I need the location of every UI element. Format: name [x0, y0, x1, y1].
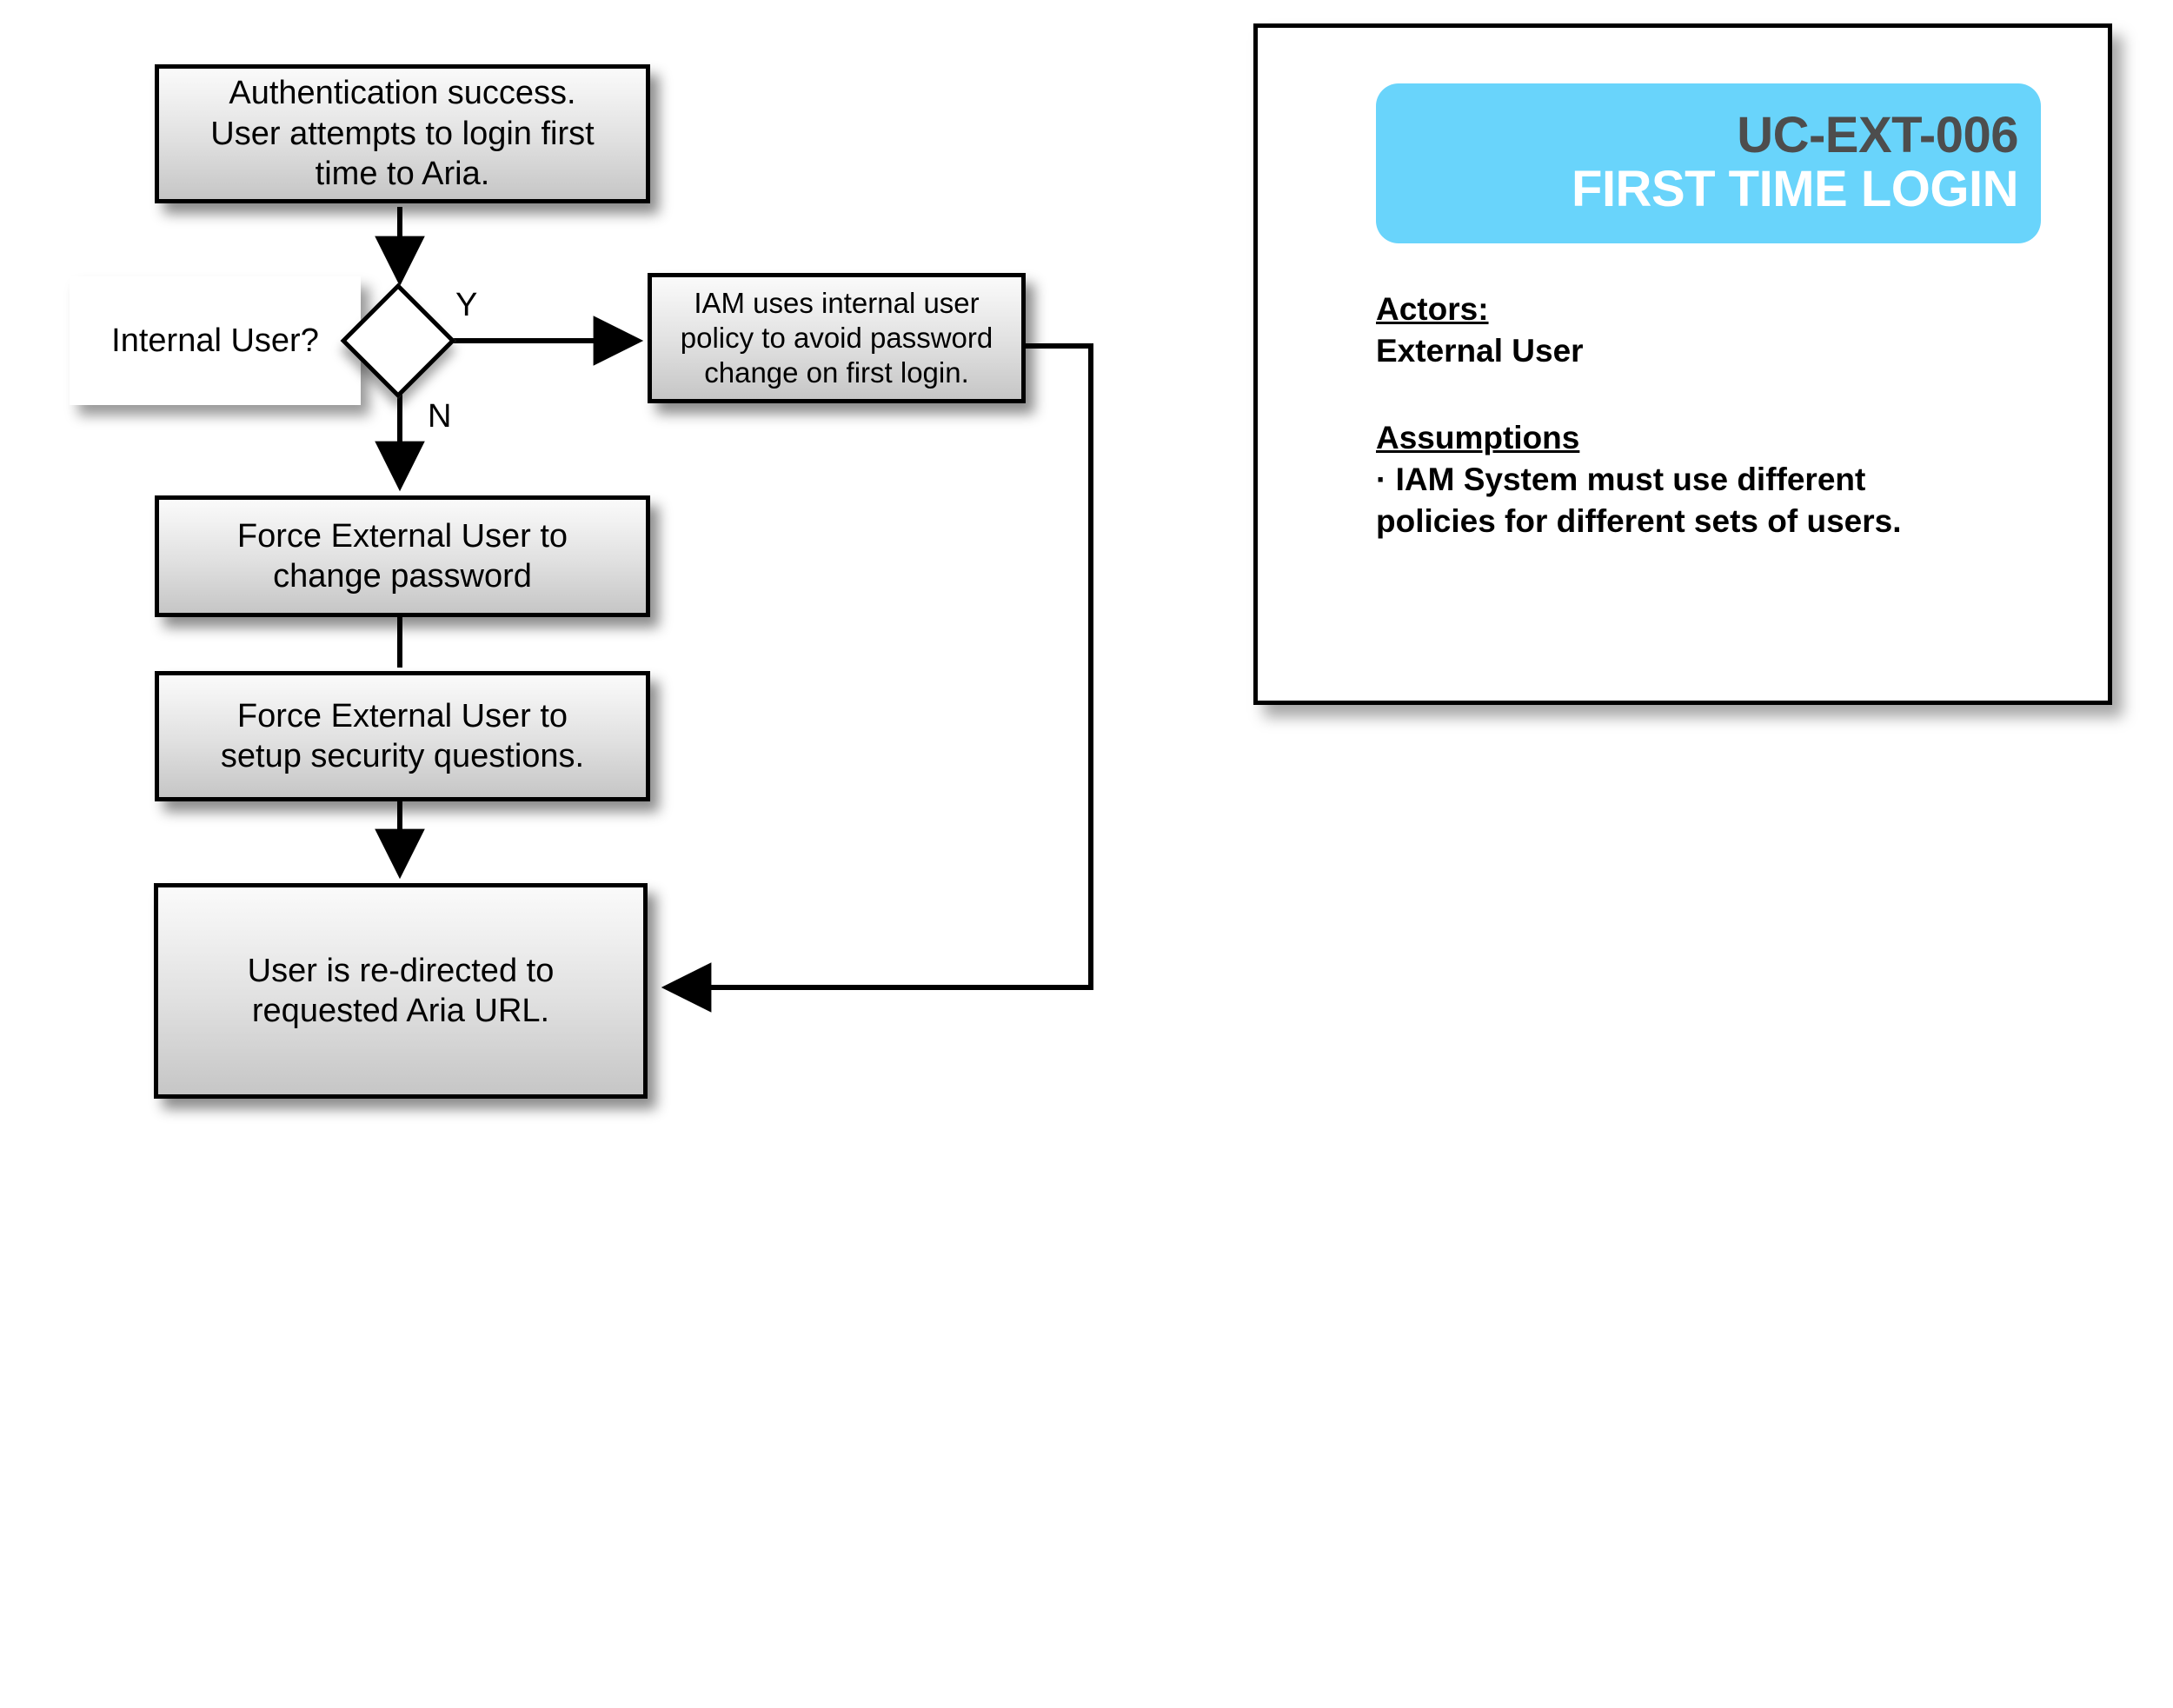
use-case-title: FIRST TIME LOGIN — [1572, 161, 2018, 218]
node-force-security-questions-label: Force External User to setup security qu… — [220, 697, 585, 774]
branch-label-no: N — [428, 398, 452, 435]
use-case-details: Actors: External User Assumptions · IAM … — [1376, 289, 2071, 542]
node-authentication-success-label: Authentication success. User attempts to… — [210, 75, 595, 193]
node-authentication-success[interactable]: Authentication success. User attempts to… — [155, 64, 650, 203]
node-iam-internal-policy-label: IAM uses internal user policy to avoid p… — [680, 286, 993, 389]
node-internal-user-question[interactable]: Internal User? — [70, 276, 361, 405]
use-case-id: UC-EXT-006 — [1737, 107, 2018, 164]
actors-heading: Actors: — [1376, 291, 1489, 327]
assumptions-item: · IAM System must use different policies… — [1376, 462, 1902, 540]
branch-label-yes: Y — [455, 287, 478, 323]
decision-diamond-shape — [340, 282, 456, 399]
node-force-change-password[interactable]: Force External User to change password — [155, 495, 650, 617]
node-user-redirected[interactable]: User is re-directed to requested Aria UR… — [154, 883, 648, 1099]
node-iam-internal-policy[interactable]: IAM uses internal user policy to avoid p… — [648, 273, 1026, 403]
decision-diamond[interactable] — [340, 282, 456, 399]
actors-value: External User — [1376, 333, 1584, 369]
node-user-redirected-label: User is re-directed to requested Aria UR… — [247, 952, 555, 1029]
node-force-security-questions[interactable]: Force External User to setup security qu… — [155, 671, 650, 801]
use-case-banner: UC-EXT-006 FIRST TIME LOGIN — [1376, 83, 2041, 243]
use-case-info-panel: UC-EXT-006 FIRST TIME LOGIN Actors: Exte… — [1253, 23, 2112, 705]
connector-iam-to-redirect — [661, 343, 1093, 1013]
assumptions-heading: Assumptions — [1376, 420, 1580, 456]
node-internal-user-question-label: Internal User? — [111, 322, 319, 359]
node-force-change-password-label: Force External User to change password — [236, 517, 568, 595]
section-spacer — [1376, 372, 2071, 417]
